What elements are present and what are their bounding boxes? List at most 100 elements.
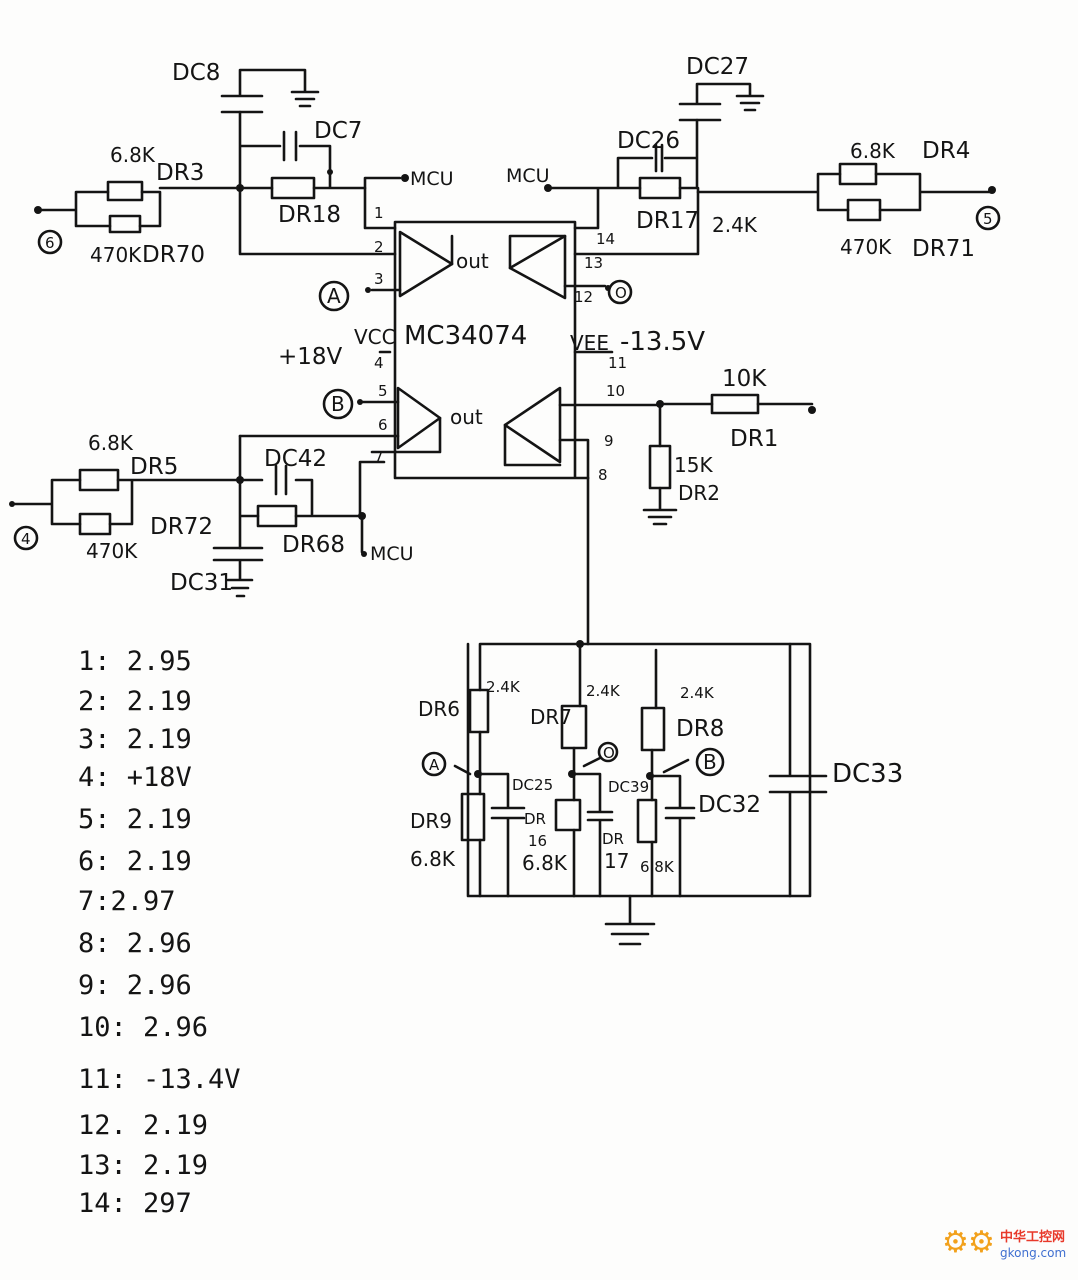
input-network-6 — [34, 68, 409, 256]
label-r-6-8k-b: 6.8K — [850, 139, 896, 163]
resistor-dr18 — [270, 176, 316, 200]
label-node-4: 4 — [21, 530, 31, 548]
resistor-dr3 — [106, 180, 144, 202]
label-r-15k: 15K — [674, 453, 713, 477]
resistor-dr17 — [638, 176, 682, 200]
gear-icon: ⚙ — [942, 1226, 969, 1259]
measurement-line: 12. 2.19 — [78, 1110, 209, 1141]
label-r-470k-b: 470K — [840, 235, 892, 259]
measurement-line: 10: 2.96 — [78, 1012, 209, 1043]
label-dr18: DR18 — [278, 202, 341, 228]
resistor-dr9 — [460, 792, 486, 842]
label-vcc: VCC — [354, 325, 396, 349]
resistor-dr8 — [640, 706, 666, 752]
resistor-dr70 — [108, 214, 142, 234]
label-pin-14: 14 — [596, 230, 615, 248]
label-node-o: O — [615, 284, 627, 302]
label-dc26: DC26 — [617, 128, 680, 154]
label-mcu-2: MCU — [506, 165, 550, 187]
label-pin-7: 7 — [374, 448, 384, 466]
watermark-logo: ⚙ ⚙ 中华工控网 gkong.com — [940, 1222, 1074, 1272]
label-out-b: out — [450, 405, 483, 429]
label-dr72: DR72 — [150, 514, 213, 540]
label-dc8: DC8 — [172, 60, 220, 86]
label-pin-6: 6 — [378, 416, 388, 434]
label-dr16-b: 16 — [528, 832, 547, 850]
label-dr9: DR9 — [410, 809, 452, 833]
resistor-dr17-bias — [636, 798, 658, 844]
label-dr3: DR3 — [156, 160, 204, 186]
label-pin-4: 4 — [374, 354, 384, 372]
label-r-6-8k-e: 6.8K — [522, 851, 568, 875]
label-node-b2: B — [703, 750, 717, 774]
label-dr1: DR1 — [730, 426, 778, 452]
label-pin-11: 11 — [608, 354, 627, 372]
label-r-470k-a: 470K — [90, 243, 142, 267]
label-mcu-3: MCU — [370, 543, 414, 565]
node-marker-a — [318, 280, 350, 312]
label-r-2-4k-d: 2.4K — [680, 684, 715, 702]
input-network-5 — [544, 82, 996, 256]
resistor-dr72 — [78, 512, 112, 536]
label-vee: VEE — [570, 331, 609, 355]
opamp-a — [398, 230, 454, 298]
resistor-dr68 — [256, 504, 298, 528]
label-dr17b-a: DR — [602, 830, 624, 848]
pin10-network — [642, 393, 816, 526]
label-node-a: A — [327, 284, 341, 308]
label-r-2-4k-a: 2.4K — [712, 213, 758, 237]
label-dc42: DC42 — [264, 446, 327, 472]
label-r-6-8k-a: 6.8K — [110, 143, 156, 167]
label-r-2-4k-b: 2.4K — [486, 678, 521, 696]
label-dr68: DR68 — [282, 532, 345, 558]
label-pin-2: 2 — [374, 238, 384, 256]
measurement-line: 5: 2.19 — [78, 804, 192, 835]
node-marker-6 — [37, 229, 63, 255]
label-r-6-8k-f: 6.8K — [640, 858, 675, 876]
label-r-6-8k-c: 6.8K — [88, 431, 134, 455]
label-r-10k: 10K — [722, 366, 767, 392]
label-dr6: DR6 — [418, 697, 460, 721]
measurement-line: 13: 2.19 — [78, 1150, 209, 1181]
component-labels: DC8 DC7 DC27 DC26 6.8K DR3 470K DR70 DR1… — [13, 54, 1001, 876]
measurement-line: 1: 2.95 — [78, 646, 192, 677]
measurement-line: 14: 297 — [78, 1188, 192, 1219]
label-dc25: DC25 — [512, 776, 553, 794]
watermark-domain: gkong.com — [1000, 1246, 1067, 1260]
label-dc27: DC27 — [686, 54, 749, 80]
label-out-a: out — [456, 249, 489, 273]
node-marker-o2 — [597, 741, 619, 763]
resistor-dr2 — [648, 444, 672, 490]
resistor-dr5 — [78, 468, 120, 492]
label-vee-value: -13.5V — [620, 327, 705, 357]
label-dr5: DR5 — [130, 454, 178, 480]
resistor-dr16 — [554, 798, 582, 832]
label-dr8: DR8 — [676, 716, 724, 742]
resistor-dr71 — [846, 198, 882, 222]
label-node-b: B — [331, 392, 345, 416]
measurement-line: 6: 2.19 — [78, 846, 192, 877]
watermark-name: 中华工控网 — [1000, 1230, 1066, 1245]
label-dr7: DR7 — [530, 705, 572, 729]
label-dr70: DR70 — [142, 242, 205, 268]
label-node-5: 5 — [983, 210, 993, 228]
node-marker-5 — [975, 205, 1001, 231]
label-dc32: DC32 — [698, 792, 761, 818]
label-node-6: 6 — [45, 234, 55, 252]
measurement-line: 9: 2.96 — [78, 970, 192, 1001]
measurement-line: 2: 2.19 — [78, 686, 192, 717]
label-chip: MC34074 — [404, 321, 527, 351]
label-dr4: DR4 — [922, 138, 970, 164]
label-pin-8: 8 — [598, 466, 608, 484]
resistor-dr1 — [710, 393, 760, 415]
label-r-2-4k-c: 2.4K — [586, 682, 621, 700]
label-dc7: DC7 — [314, 118, 362, 144]
measurement-line: 8: 2.96 — [78, 928, 192, 959]
opamp-b — [396, 386, 442, 450]
label-dr16-a: DR — [524, 810, 546, 828]
opamp-d — [503, 386, 562, 464]
label-dc33: DC33 — [832, 759, 903, 789]
label-mcu-1: MCU — [410, 168, 454, 190]
node-marker-o — [607, 279, 633, 305]
